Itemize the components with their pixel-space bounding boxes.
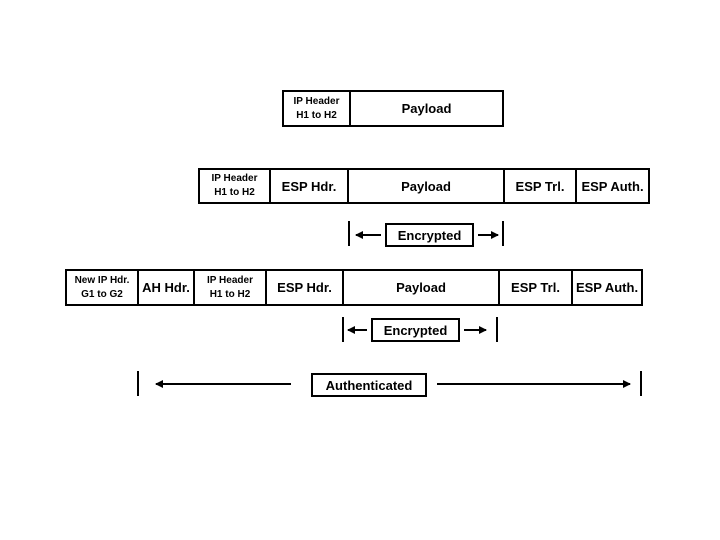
encrypted-bracket-2 [342, 317, 498, 342]
esp-trl-field: ESP Trl. [500, 271, 573, 304]
authenticated-label: Authenticated [311, 373, 427, 397]
ip-header-field: IP Header H1 to H2 [200, 170, 271, 202]
ip-header-field: IP Header H1 to H2 [195, 271, 267, 304]
payload-field: Payload [344, 271, 500, 304]
esp-hdr-field: ESP Hdr. [267, 271, 344, 304]
encrypted-label-1: Encrypted [385, 223, 474, 247]
authenticated-bracket [137, 371, 642, 396]
ip-header-field: IP Header H1 to H2 [284, 92, 351, 125]
original-packet: IP Header H1 to H2 Payload [282, 90, 504, 127]
encrypted-bracket-1 [348, 221, 504, 246]
encrypted-label-2: Encrypted [371, 318, 460, 342]
tunnel-packet: New IP Hdr. G1 to G2 AH Hdr. IP Header H… [65, 269, 643, 306]
payload-field: Payload [401, 101, 452, 116]
esp-auth-field: ESP Auth. [581, 178, 644, 194]
payload-field: Payload [349, 170, 505, 202]
esp-trl-field: ESP Trl. [505, 170, 577, 202]
ah-hdr-field: AH Hdr. [139, 271, 195, 304]
new-ip-hdr-field: New IP Hdr. G1 to G2 [67, 271, 139, 304]
esp-hdr-field: ESP Hdr. [271, 170, 349, 202]
esp-auth-field: ESP Auth. [575, 280, 639, 295]
esp-packet: IP Header H1 to H2 ESP Hdr. Payload ESP … [198, 168, 650, 204]
